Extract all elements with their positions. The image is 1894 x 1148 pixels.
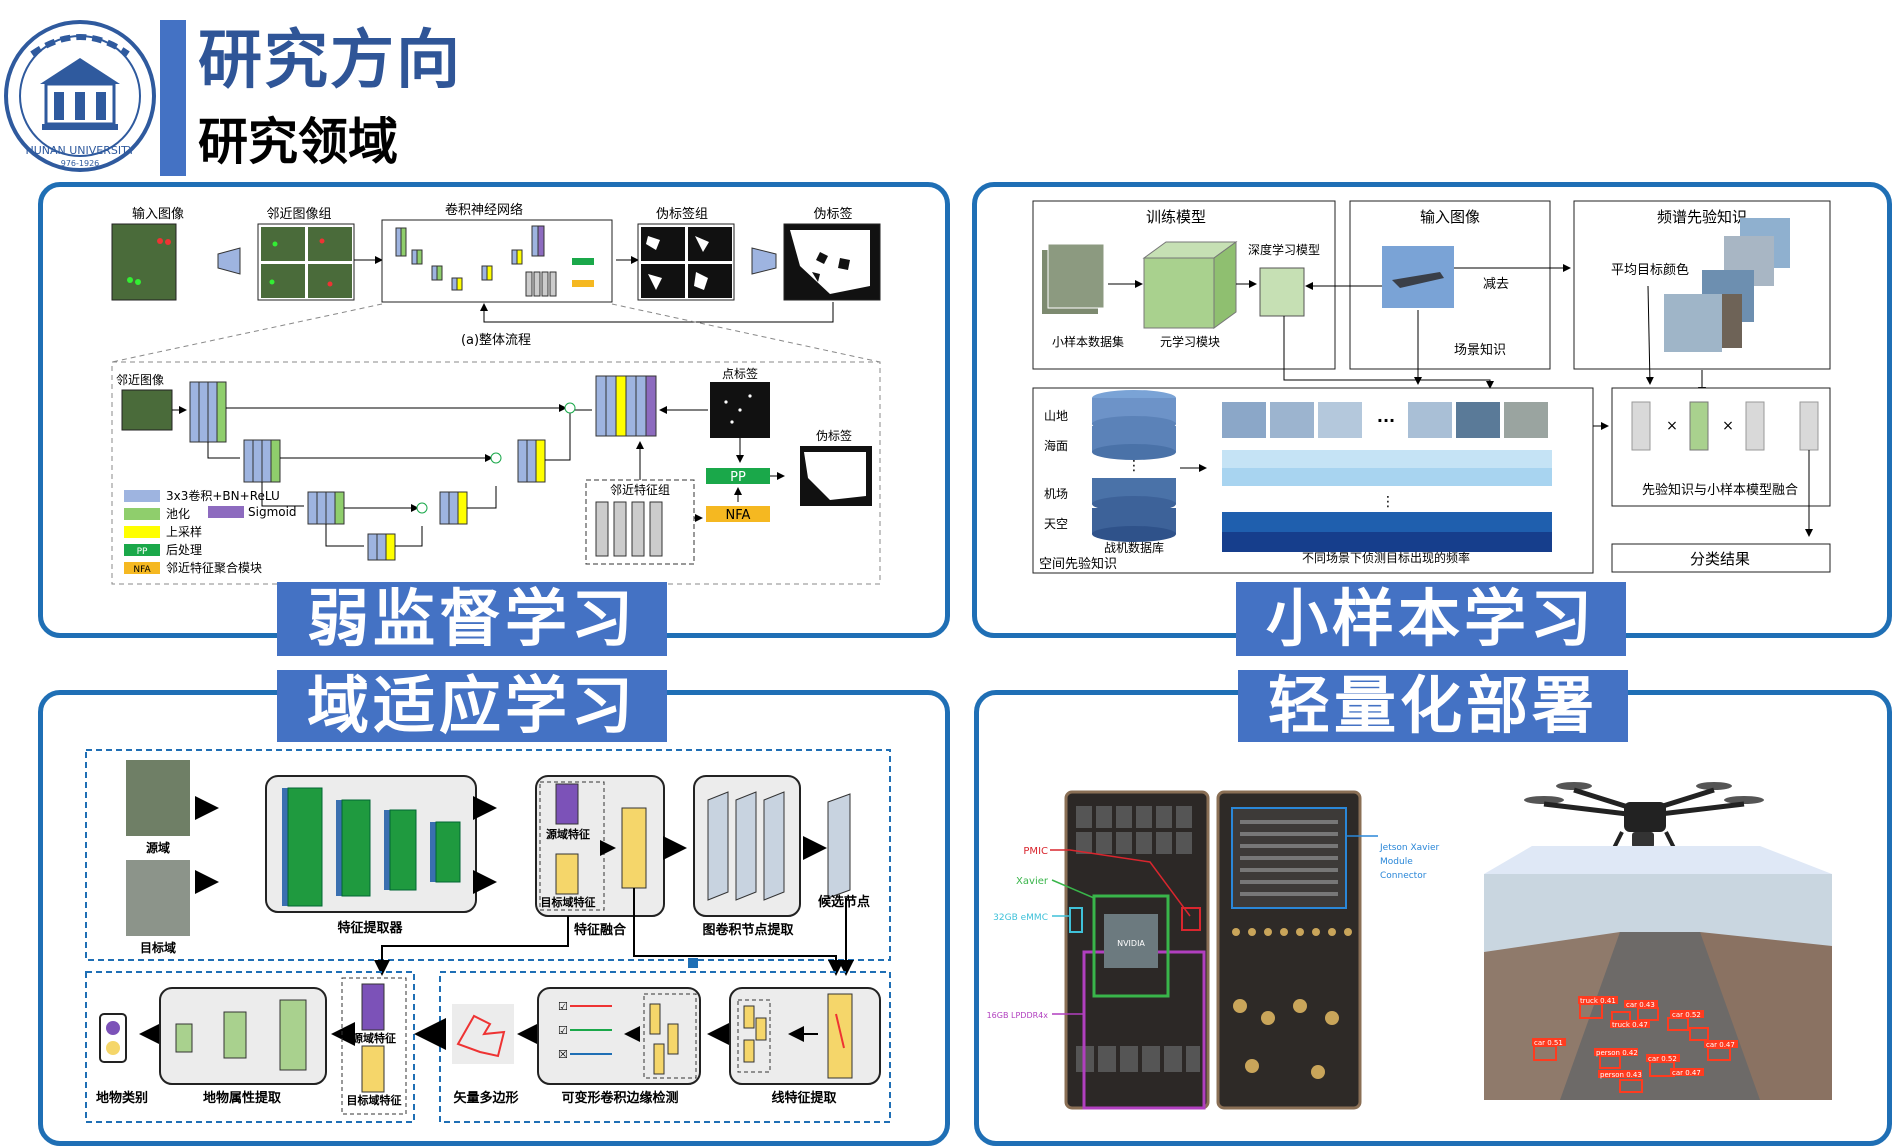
check-2: ☑ — [558, 1024, 568, 1037]
page-title: 研究方向 — [198, 24, 462, 98]
check-3: ☒ — [558, 1048, 568, 1061]
banner-weak-supervision: 弱监督学习 — [277, 582, 667, 656]
label-subtract: 减去 — [1483, 277, 1509, 292]
times-2: × — [1722, 418, 1734, 434]
legend: 3x3卷积+BN+ReLU 池化 Sigmoid 上采样 PP 后处理 NFA 邻近… — [124, 488, 297, 575]
deployment-illustration: NVIDIA PMIC Xavier 32GB eMMC 16GB LPDDR4… — [987, 782, 1832, 1110]
label-source-feature-2: 源域特征 — [352, 1031, 396, 1045]
label-object-class: 地物类别 — [96, 1090, 148, 1106]
label-fighter-db: 战机数据库 — [1104, 540, 1164, 555]
drone-icon — [1524, 782, 1764, 857]
legend-upsample: 上采样 — [166, 524, 202, 539]
label-feature-extractor: 特征提取器 — [337, 920, 403, 936]
fighter-thumbnails — [1222, 402, 1548, 438]
label-meta-module: 元学习模块 — [1160, 334, 1220, 349]
legend-nfa: 邻近特征聚合模块 — [166, 560, 262, 575]
label-avg-color: 平均目标颜色 — [1611, 262, 1689, 278]
label-dl-model: 深度学习模型 — [1248, 242, 1320, 257]
det-0: truck 0.41 — [1580, 997, 1616, 1005]
label-freq-prior: 频谱先验知识 — [1657, 208, 1747, 226]
terrain-mountain: 山地 — [1044, 409, 1068, 423]
label-classification-result: 分类结果 — [1690, 550, 1750, 568]
label-deformable-edge: 可变形卷积边缘检测 — [561, 1090, 678, 1106]
chip-nvidia: NVIDIA — [1117, 939, 1145, 948]
gcn-blocks — [707, 791, 785, 901]
det-1: car 0.43 — [1626, 1001, 1655, 1009]
label-point-label: 点标签 — [722, 366, 758, 381]
det-8: person 0.42 — [1596, 1049, 1638, 1057]
label-emmc: 32GB eMMC — [993, 913, 1048, 923]
page-subtitle: 研究领域 — [198, 113, 398, 171]
connector-line-2: Module — [1380, 857, 1413, 867]
label-train-model: 训练模型 — [1146, 208, 1206, 226]
thumb-ellipsis: ··· — [1377, 411, 1395, 430]
legend-sigmoid: Sigmoid — [248, 505, 297, 519]
logo-text: HUNAN UNIVERSITY — [25, 144, 134, 157]
det-7: car 0.47 — [1672, 1069, 1701, 1077]
banner-few-shot: 小样本学习 — [1236, 582, 1626, 656]
label-neighbor-image: 邻近图像 — [116, 373, 164, 387]
title-accent-bar — [160, 20, 186, 176]
legend-pool: 池化 — [166, 507, 190, 521]
bar-ellipsis: ⋮ — [1381, 494, 1395, 510]
label-pmic: PMIC — [1023, 846, 1048, 857]
label-neighbor-feature-group: 邻近特征组 — [610, 482, 670, 497]
check-1: ☑ — [558, 1000, 568, 1013]
db-ellipsis: ⋮ — [1127, 458, 1141, 474]
label-small-dataset: 小样本数据集 — [1052, 334, 1124, 349]
label-gcn-node: 图卷积节点提取 — [702, 922, 794, 938]
label-cnn: 卷积神经网络 — [445, 202, 523, 218]
few-shot-diagram: 训练模型 小样本数据集 元学习模块 深度学习模型 输入图像 减去 场景知识 频谱… — [1032, 200, 1831, 574]
label-vector-polygon: 矢量多边形 — [453, 1090, 518, 1106]
extractor-blocks — [282, 787, 461, 907]
legend-postprocess: 后处理 — [166, 543, 202, 557]
legend-pp-tag: PP — [137, 547, 148, 557]
label-target-feature-2: 目标域特征 — [347, 1093, 402, 1107]
det-4: car 0.51 — [1534, 1039, 1563, 1047]
label-line-feature: 线特征提取 — [771, 1090, 837, 1106]
nfa-box-label: NFA — [726, 508, 751, 523]
connector-line-3: Connector — [1380, 871, 1427, 881]
det-3: car 0.52 — [1672, 1011, 1701, 1019]
label-attribute-extraction: 地物属性提取 — [203, 1090, 282, 1106]
label-fusion: 先验知识与小样本模型融合 — [1642, 482, 1798, 498]
domain-adaptation-diagram: 源域 目标域 特征提取器 源域特征 目标域特征 特征融合 图卷积节点提取 候选节… — [85, 749, 891, 1123]
banner-deployment: 轻量化部署 — [1238, 670, 1628, 742]
label-neighbor-group: 邻近图像组 — [266, 207, 331, 222]
caption-overall-flow: (a)整体流程 — [461, 333, 531, 348]
det-6: car 0.52 — [1648, 1055, 1677, 1063]
terrain-sky: 天空 — [1044, 517, 1068, 531]
label-target-domain: 目标域 — [140, 940, 176, 955]
terrain-sea: 海面 — [1044, 438, 1068, 453]
label-scene-knowledge: 场景知识 — [1454, 342, 1506, 358]
label-pseudo-group: 伪标签组 — [656, 206, 708, 222]
logo-year: 976-1926 — [61, 159, 100, 168]
university-logo: HUNAN UNIVERSITY 976-1926 — [4, 20, 156, 172]
legend-nfa-tag: NFA — [133, 565, 151, 575]
label-spatial-prior: 空间先验知识 — [1039, 556, 1117, 572]
weak-supervision-diagram: 输入图像 邻近图像组 卷积神经网络 伪标签组 伪标签 (a)整体流程 邻近图像 — [111, 202, 881, 585]
label-feature-fusion: 特征融合 — [574, 922, 627, 938]
det-5: car 0.47 — [1706, 1041, 1735, 1049]
det-2: truck 0.47 — [1612, 1021, 1648, 1029]
det-9: person 0.43 — [1600, 1071, 1642, 1079]
label-lpddr: 16GB LPDDR4x — [987, 1011, 1049, 1020]
label-freq-caption: 不同场景下侦测目标出现的频率 — [1302, 550, 1470, 565]
label-pseudo-label-output: 伪标签 — [816, 428, 852, 443]
label-candidate-nodes: 候选节点 — [818, 894, 870, 910]
banner-domain-adaptation: 域适应学习 — [277, 670, 667, 742]
times-1: × — [1666, 418, 1678, 434]
terrain-airport: 机场 — [1044, 487, 1068, 501]
label-pseudo: 伪标签 — [813, 206, 852, 222]
label-input-image-fs: 输入图像 — [1420, 208, 1480, 226]
legend-conv: 3x3卷积+BN+ReLU — [166, 488, 280, 503]
connector-line-1: Jetson Xavier — [1379, 843, 1440, 853]
label-target-feature: 目标域特征 — [541, 895, 596, 909]
label-input-image: 输入图像 — [132, 206, 184, 222]
label-xavier: Xavier — [1016, 876, 1049, 887]
label-source-domain: 源域 — [146, 840, 170, 855]
pp-box-label: PP — [730, 470, 746, 485]
label-source-feature: 源域特征 — [546, 827, 590, 841]
